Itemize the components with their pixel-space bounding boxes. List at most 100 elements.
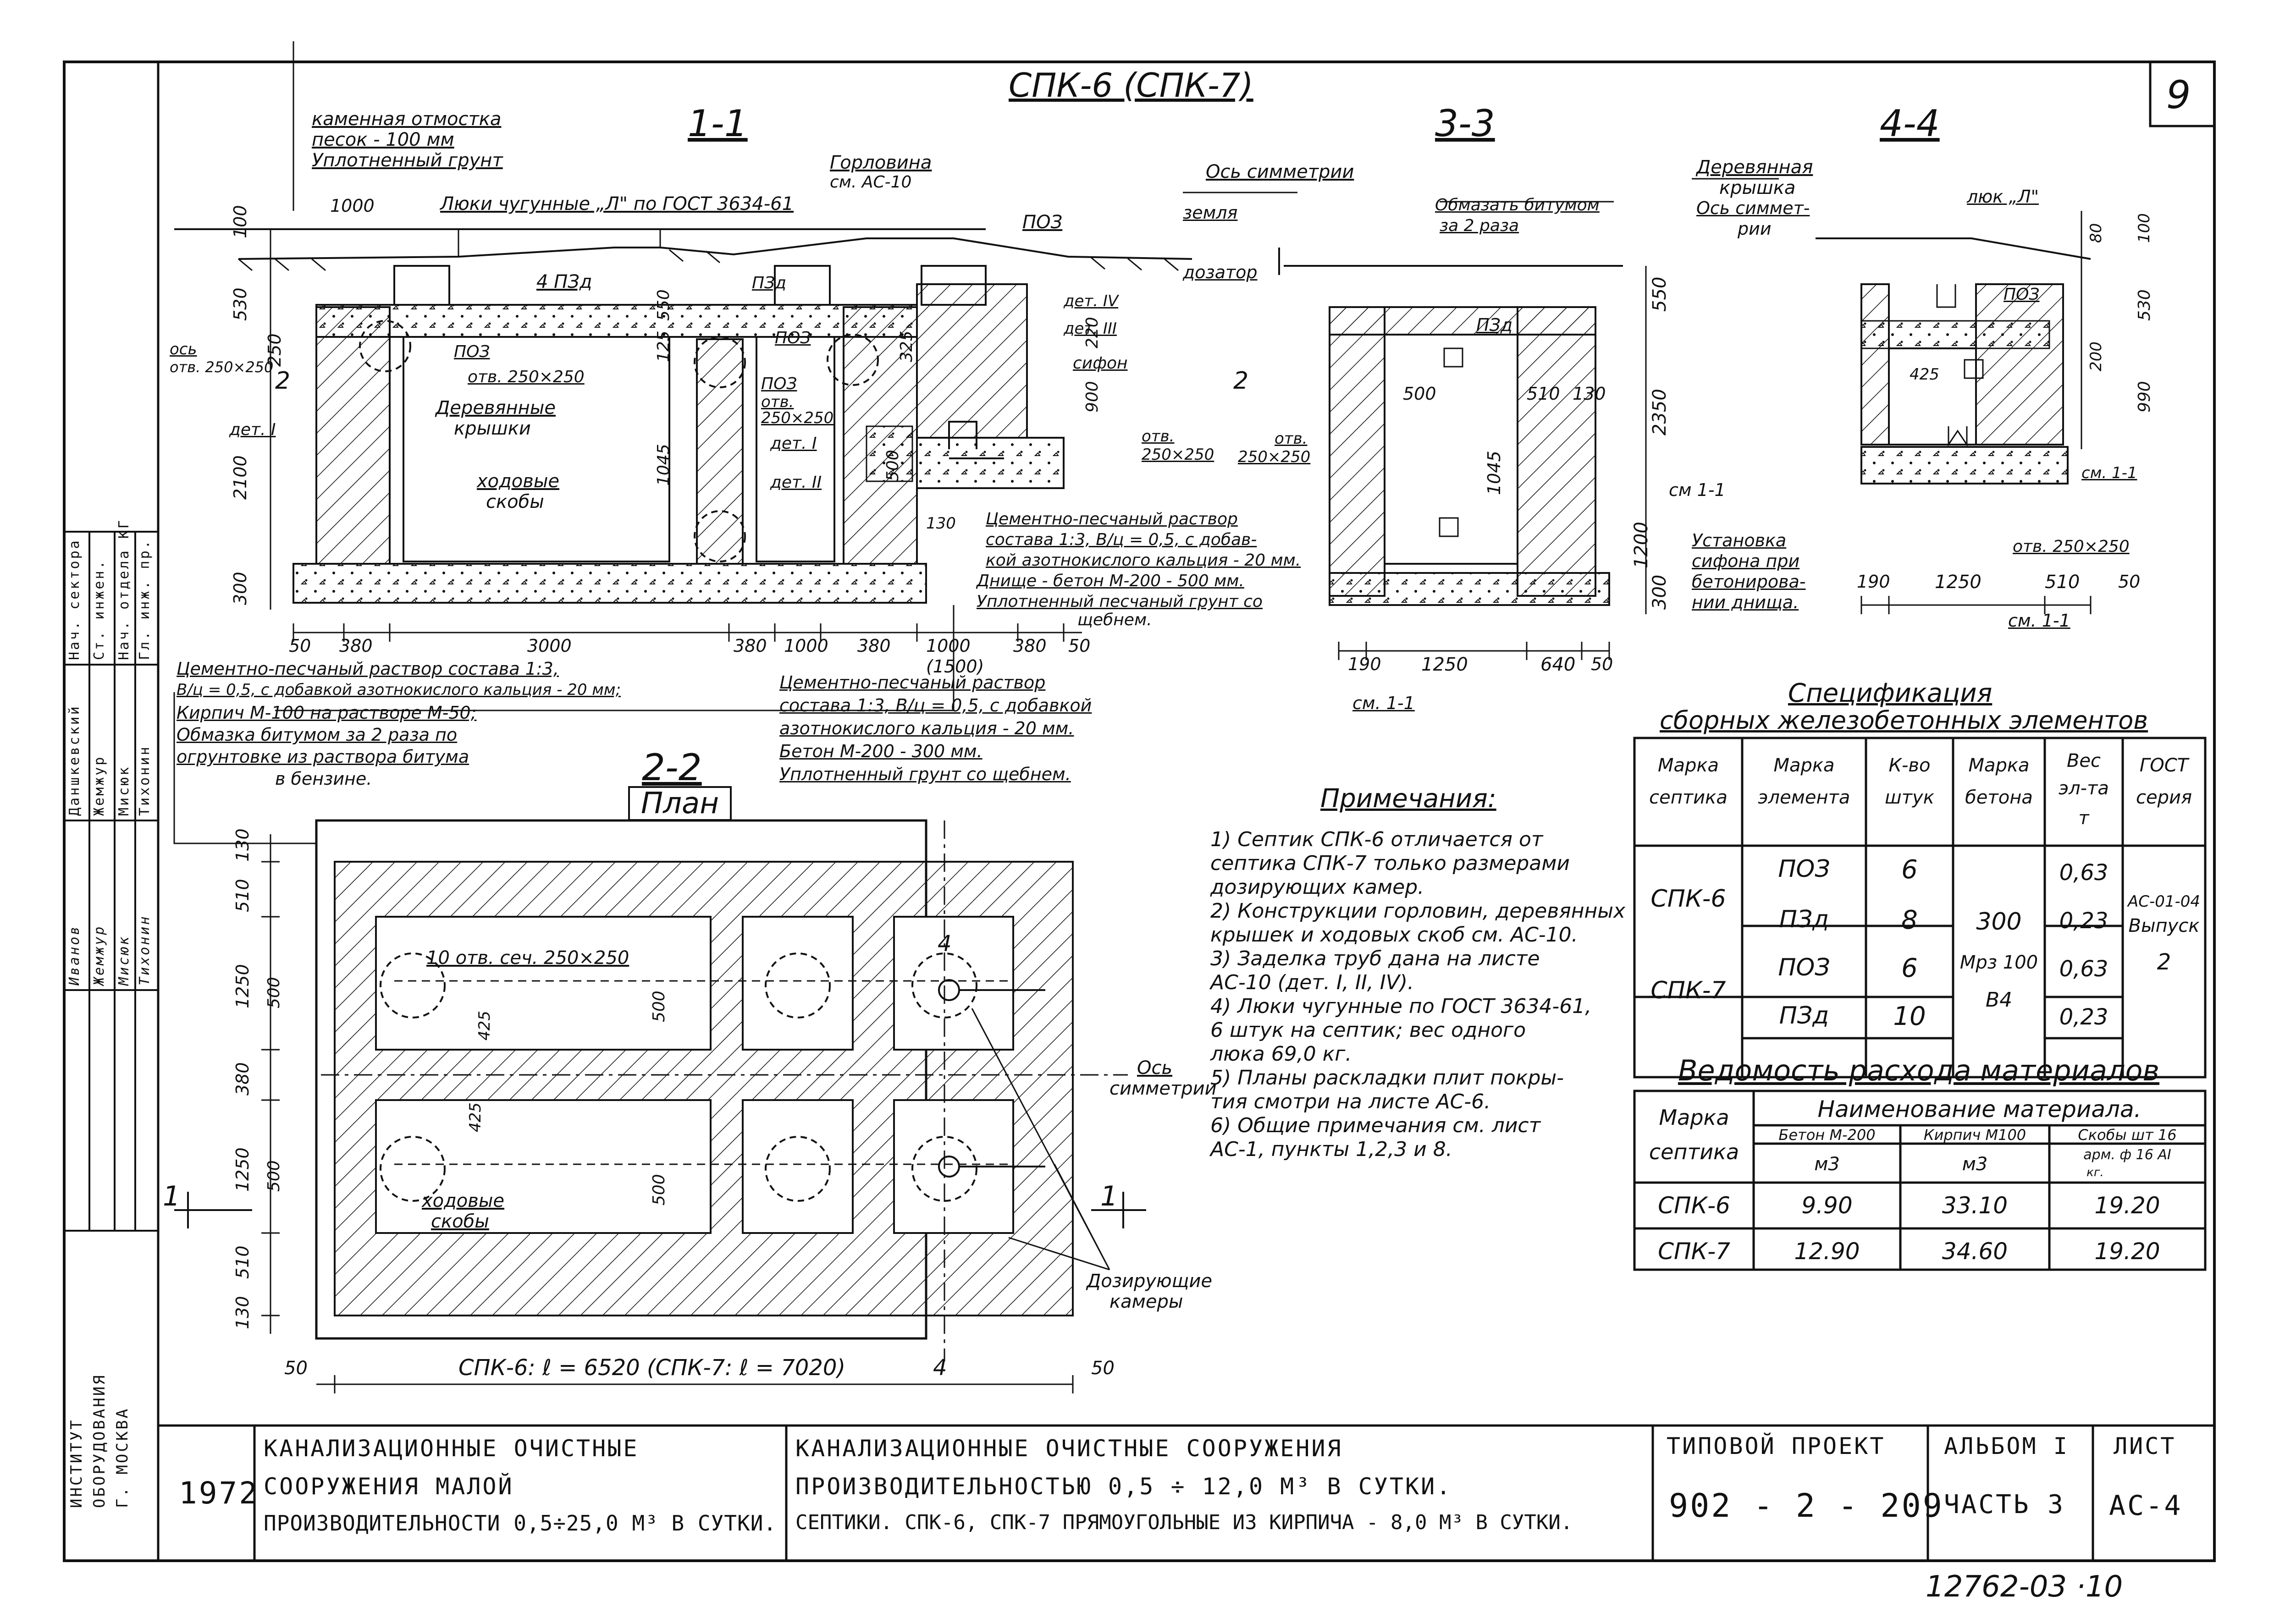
s44-see: см. 1-1 xyxy=(2008,611,2070,631)
s33-otv-size: 250×250 xyxy=(1238,448,1311,466)
spec-h-qty-1: штук xyxy=(1885,787,1934,808)
s33-1045: 1045 xyxy=(1484,451,1504,495)
mat-unit-steel: арм. ф 16 АI xyxy=(2083,1147,2171,1163)
mat-row1-steel: 19.20 xyxy=(2094,1238,2160,1265)
note-line-5: 3) Заделка труб дана на листе xyxy=(1210,947,1540,970)
s44-bdim-50: 50 xyxy=(2118,572,2141,592)
stamp-name-0: Даншкевский xyxy=(66,705,83,816)
s11-item-det-i-left: дет. I xyxy=(229,420,276,439)
s33-see11b: см. 1-1 xyxy=(1352,693,1415,713)
s44-otv: отв. 250×250 xyxy=(2013,537,2130,556)
dim-s11-1000: 1000 xyxy=(330,196,375,216)
s11-item-det-ii: дет. II xyxy=(770,473,822,492)
stamp-name-2: Мисюк xyxy=(116,765,132,816)
s11-item-poz-left: ПОЗ xyxy=(454,342,490,361)
s11-item-otv: отв. xyxy=(761,393,794,411)
section-3-3 xyxy=(1278,248,1647,660)
stamp-org-0: ИНСТИТУТ xyxy=(67,1418,86,1508)
s44-install: Установка xyxy=(1692,530,1787,551)
title-block-lines xyxy=(158,1424,2214,1561)
note-neck: Горловина xyxy=(830,152,932,173)
stamp-sign-0: Иванов xyxy=(66,925,83,985)
section-label-3-3: 3-3 xyxy=(1435,102,1495,145)
legend-left-0: Цементно-песчаный раствор состава 1:3, xyxy=(177,659,559,679)
note-line-0: 1) Септик СПК-6 отличается от xyxy=(1210,828,1543,851)
s44-siphon: сифона при xyxy=(1692,551,1800,571)
s33-twice: за 2 раза xyxy=(1440,216,1519,235)
s33-1200: 1200 xyxy=(1631,522,1652,568)
spec-h-element-0: Марка xyxy=(1773,755,1835,776)
s11-cut-mark-2b: 2 xyxy=(1233,367,1249,395)
mat-h-septic-1: септика xyxy=(1649,1140,1739,1164)
legend-left-5: в бензине. xyxy=(275,769,372,789)
mat-unit-kg: кг. xyxy=(2086,1166,2104,1179)
tb-album-title-0: КАНАЛИЗАЦИОННЫЕ ОЧИСТНЫЕ xyxy=(264,1435,639,1462)
tb-sheet-title-0: КАНАЛИЗАЦИОННЫЕ ОЧИСТНЫЕ СООРУЖЕНИЯ xyxy=(795,1435,1343,1462)
plan-dim-50-left: 50 xyxy=(284,1358,308,1379)
plan-holes: 10 отв. сеч. 250×250 xyxy=(426,947,629,969)
plan-500c: 500 xyxy=(265,1160,283,1192)
sheet-number-box xyxy=(2149,61,2216,127)
plan-length: СПК-6: ℓ = 6520 (СПК-7: ℓ = 7020) xyxy=(458,1355,846,1381)
s11-vdim-900: 900 xyxy=(1083,381,1102,413)
plan-425b: 425 xyxy=(466,1102,485,1132)
stamp-name-3: Тихонин xyxy=(137,745,153,816)
section-1-1 xyxy=(174,228,1192,642)
tb-album-title-2: ПРОИЗВОДИТЕЛЬНОСТИ 0,5÷25,0 М³ В СУТКИ. xyxy=(264,1511,777,1536)
spec-h-septic-0: Марка xyxy=(1657,755,1719,776)
plan-vdim-130b: 130 xyxy=(232,1296,253,1329)
spec-weight-2: 0,63 xyxy=(2059,956,2108,982)
tb-sheet-label: ЛИСТ xyxy=(2114,1433,2176,1459)
tb-album: АЛЬБОМ I xyxy=(1944,1433,2069,1459)
s11-vdim-500: 500 xyxy=(883,450,902,481)
s11-item-hole-250: отв. 250×250 xyxy=(468,368,585,386)
tb-sheet-code: АС-4 xyxy=(2109,1490,2183,1522)
note-line-3: 2) Конструкции горловин, деревянных xyxy=(1210,899,1626,923)
stamp-role-1: Ст. инжен. xyxy=(91,559,107,660)
plan-500b: 500 xyxy=(650,991,668,1022)
dim-s11-2100: 2100 xyxy=(230,455,250,500)
legend-mid-1: состава 1:3, В/ц = 0,5, с добавкой xyxy=(779,695,1092,716)
s11-legend-right-1: состава 1:3, В/ц = 0,5, с добав- xyxy=(986,530,1257,549)
stamp-org-1: ОБОРУДОВАНИЯ xyxy=(90,1373,109,1508)
legend-left-2: Кирпич М-100 на растворе М-50; xyxy=(177,703,477,723)
s33-bdim-1250: 1250 xyxy=(1421,654,1468,675)
s11-item-otv-size: 250×250 xyxy=(761,409,834,427)
mat-row0-septic: СПК-6 xyxy=(1658,1192,1730,1219)
tb-sheet-title-1: ПРОИЗВОДИТЕЛЬНОСТЬЮ 0,5 ÷ 12,0 М³ В СУТК… xyxy=(795,1473,1452,1500)
note-line-1: септика СПК-7 только размерами xyxy=(1210,852,1570,875)
s44-wooden: Деревянная xyxy=(1696,157,1813,178)
s11-bdim-1000b: 1000 xyxy=(926,636,971,656)
mat-h-name: Наименование материала. xyxy=(1817,1096,2142,1123)
s11-vdim-130: 130 xyxy=(926,514,956,533)
dim-s11-530: 530 xyxy=(230,287,250,321)
s11-bdim-1000: 1000 xyxy=(784,636,828,656)
s11-item-otv2-size: 250×250 xyxy=(1142,446,1214,464)
note-see-ac10: см. АС-10 xyxy=(830,173,912,192)
stamp-sign-3: Тихонин xyxy=(137,914,153,985)
s11-bdim-380b: 380 xyxy=(734,636,767,656)
stamp-sign-2: Мисюк xyxy=(116,935,132,985)
s44-dim-530: 530 xyxy=(2135,289,2154,321)
s33-130: 130 xyxy=(1573,384,1606,404)
s11-bdim-1500: (1500) xyxy=(926,656,984,677)
s11-item-det-iv: дет. IV xyxy=(1064,292,1119,310)
spec-h-gost-1: серия xyxy=(2136,787,2192,808)
note-line-8: 6 штук на септик; вес одного xyxy=(1210,1018,1526,1042)
plan-vdim-510b: 510 xyxy=(232,1245,253,1279)
note-earth: земля xyxy=(1183,203,1238,223)
mat-col-concrete: Бетон М-200 xyxy=(1778,1126,1876,1144)
s44-dim-200: 200 xyxy=(2087,341,2105,371)
plan-cut-4-bottom: 4 xyxy=(933,1355,947,1381)
s11-item-brackets: скобы xyxy=(486,491,544,512)
s33-2350: 2350 xyxy=(1649,389,1670,435)
spec-qty-0: 6 xyxy=(1901,855,1918,885)
spec-elem-1: ПЗд xyxy=(1779,906,1829,933)
materials-table-lines xyxy=(1633,1090,2207,1271)
spec-subtitle: сборных железобетонных элементов xyxy=(1660,706,2148,735)
spec-h-concrete-0: Марка xyxy=(1968,755,2030,776)
legend-mid-0: Цементно-песчаный раствор xyxy=(779,672,1046,693)
s11-vdim-550: 550 xyxy=(654,289,673,321)
legend-left-1: В/ц = 0,5, с добавкой азотнокислого каль… xyxy=(177,681,621,699)
